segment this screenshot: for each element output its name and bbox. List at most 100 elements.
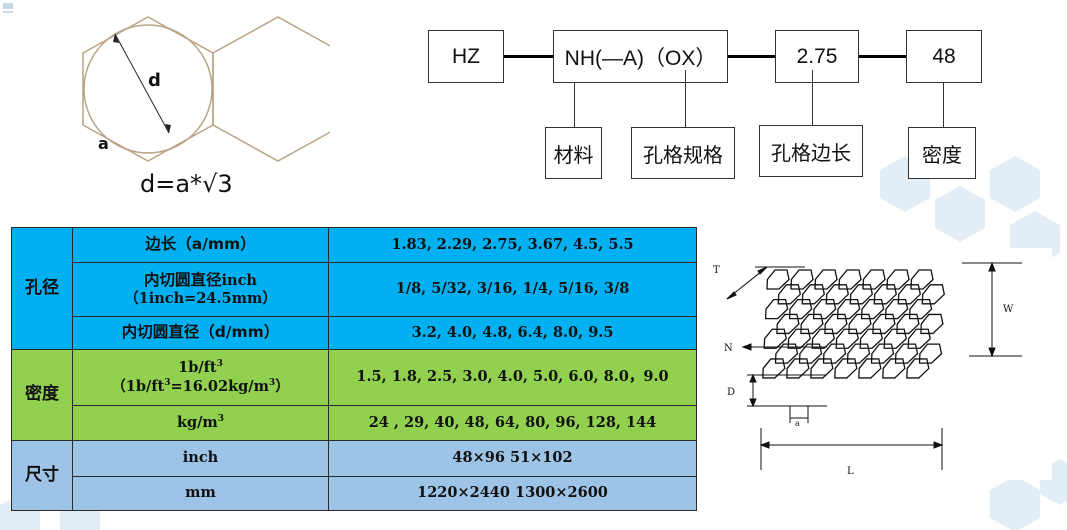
honeycomb-cell <box>918 343 943 364</box>
honeycomb-cell <box>906 358 930 379</box>
hexagon-cell-diagram: d a <box>82 16 330 162</box>
formula-sqrt: √3 <box>202 170 233 198</box>
honeycomb-cells <box>762 269 946 379</box>
honeycomb-cell <box>766 269 790 290</box>
row-label-side-length: 边长（a/mm） <box>145 235 256 254</box>
row-value-size-mm: 1220×2440 1300×2600 <box>328 476 697 511</box>
hexagon-right <box>212 16 330 162</box>
honeycomb-cell <box>777 284 802 305</box>
honeycomb-cell <box>883 328 907 349</box>
honeycomb-cell <box>812 298 837 320</box>
row-label-kgm3: kg/m3 <box>72 405 329 441</box>
honeycomb-cell <box>882 358 906 379</box>
honeycomb-cell <box>884 298 909 320</box>
code-box-cell-size: 2.75 <box>775 30 859 83</box>
spec-table: 孔径 边长（a/mm） 1.83, 2.29, 2.75, 3.67, 4.5,… <box>11 227 697 511</box>
side-label: a <box>98 134 109 153</box>
dimension-lines <box>726 261 1022 470</box>
honeycomb-cell <box>848 313 872 335</box>
table-row: 内切圆直径inch （1inch=24.5mm） 1/8, 5/32, 3/16… <box>12 262 697 317</box>
honeycomb-cell <box>774 343 799 364</box>
table-row: 内切圆直径（d/mm） 3.2, 4.0, 4.8, 6.4, 8.0, 9.5 <box>12 316 697 350</box>
honeycomb-cell <box>811 328 835 349</box>
honeycomb-cell <box>822 343 847 364</box>
honeycomb-cell <box>787 328 811 349</box>
honeycomb-cell <box>860 298 885 320</box>
row-value-kgm3: 24 , 29, 40, 48, 64, 80, 96, 128, 144 <box>328 405 697 441</box>
honeycomb-cell <box>786 358 810 379</box>
row-value-size-inch: 48×96 51×102 <box>328 440 697 477</box>
honeycomb-cell <box>846 343 871 364</box>
honeycomb-cell <box>870 343 895 364</box>
honeycomb-cell <box>834 358 858 379</box>
table-row: 密度 1b/ft3 （1b/ft3=16.02kg/m3） 1.5, 1.8, … <box>11 349 697 441</box>
table-row: kg/m3 24 , 29, 40, 48, 64, 80, 96, 128, … <box>12 405 697 441</box>
honeycomb-cell <box>762 358 786 379</box>
row-value-inscribed-inch: 1/8, 5/32, 3/16, 1/4, 5/16, 3/8 <box>328 262 697 317</box>
honeycomb-cell <box>921 284 946 305</box>
label-box-material: 材料 <box>545 127 602 179</box>
honeycomb-cell <box>896 313 920 335</box>
row-label-lbft3: 1b/ft3 （1b/ft3=16.02kg/m3） <box>72 349 329 406</box>
honeycomb-cell <box>897 284 922 305</box>
leader-cell-spec <box>685 70 686 127</box>
table-row: 孔径 边长（a/mm） 1.83, 2.29, 2.75, 3.67, 4.5,… <box>11 227 697 350</box>
diameter-formula: d=a*√3 <box>140 170 233 198</box>
honeycomb-cell <box>798 343 823 364</box>
label-a: a <box>795 419 800 428</box>
label-T: T <box>713 265 720 276</box>
code-box-cell-spec: NH(—A)（OX） <box>553 30 728 83</box>
row-value-lbft3: 1.5, 1.8, 2.5, 3.0, 4.0, 5.0, 6.0, 8.0，9… <box>328 349 697 406</box>
honeycomb-cell <box>920 313 944 335</box>
label-box-density: 密度 <box>908 127 976 179</box>
honeycomb-cell <box>788 298 813 320</box>
honeycomb-cell <box>908 298 933 320</box>
category-size: 尺寸 <box>11 440 73 511</box>
formula-left: d=a* <box>140 170 203 198</box>
honeycomb-cell <box>873 284 898 305</box>
connector-2 <box>728 55 775 58</box>
honeycomb-cell <box>907 328 931 349</box>
category-aperture: 孔径 <box>11 227 73 350</box>
label-W: W <box>1003 304 1014 315</box>
label-N: N <box>724 343 733 354</box>
honeycomb-cell <box>790 269 814 290</box>
connector-3 <box>859 55 906 58</box>
honeycomb-cell <box>824 313 848 335</box>
honeycomb-cell <box>814 269 838 290</box>
honeycomb-cell <box>835 328 859 349</box>
honeycomb-cell <box>872 313 896 335</box>
honeycomb-cell <box>849 284 874 305</box>
table-row: 尺寸 inch 48×96 51×102 <box>11 440 697 511</box>
honeycomb-cell <box>776 313 800 335</box>
connector-1 <box>504 55 553 58</box>
row-label-inscribed-mm: 内切圆直径（d/mm） <box>121 323 280 342</box>
honeycomb-cell <box>886 269 910 290</box>
honeycomb-cell <box>838 269 862 290</box>
honeycomb-cell <box>764 298 789 320</box>
diameter-label: d <box>148 70 161 91</box>
honeycomb-cell <box>859 328 883 349</box>
honeycomb-cell <box>862 269 886 290</box>
honeycomb-cell <box>825 284 850 305</box>
leader-density <box>943 83 944 127</box>
honeycomb-cell <box>800 313 824 335</box>
label-box-cell-spec: 孔格规格 <box>631 127 735 179</box>
honeycomb-cell <box>894 343 919 364</box>
honeycomb-cell <box>836 298 861 320</box>
label-D: D <box>727 387 735 398</box>
row-value-side-length: 1.83, 2.29, 2.75, 3.67, 4.5, 5.5 <box>328 227 697 263</box>
label-L: L <box>847 466 854 477</box>
honeycomb-cell <box>910 269 934 290</box>
honeycomb-cell <box>810 358 834 379</box>
inscribed-circle <box>83 24 213 154</box>
honeycomb-cell <box>801 284 826 305</box>
honeycomb-svg: T W N D a L <box>713 261 1022 477</box>
table-row: mm 1220×2440 1300×2600 <box>12 476 697 511</box>
row-value-inscribed-mm: 3.2, 4.0, 4.8, 6.4, 8.0, 9.5 <box>328 316 697 350</box>
honeycomb-cell <box>763 328 787 349</box>
category-density: 密度 <box>11 349 73 441</box>
row-label-size-mm: mm <box>72 476 329 511</box>
leader-cell-size <box>812 70 813 125</box>
label-box-cell-size: 孔格边长 <box>759 125 863 177</box>
